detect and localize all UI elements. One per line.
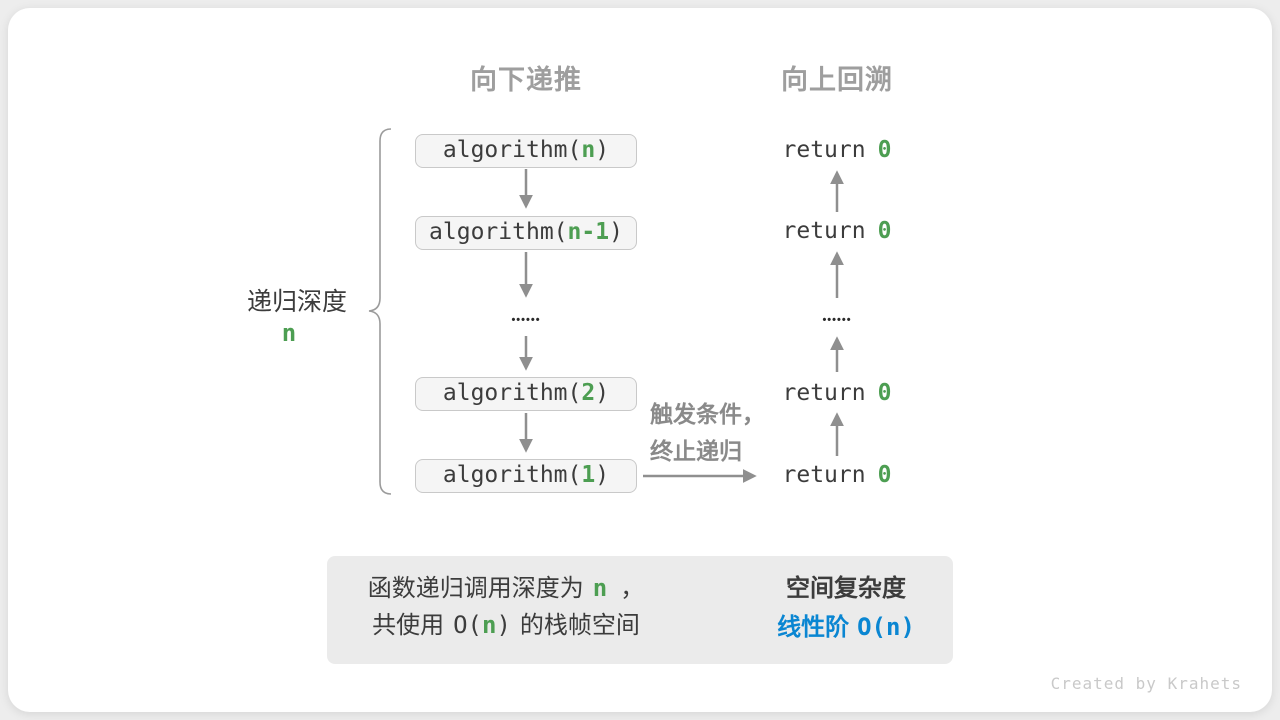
terminate-annotation-line2: 终止递归 <box>650 438 742 464</box>
formula-open: O( <box>453 611 482 639</box>
summary-line1: 函数递归调用深度为 n ， <box>338 570 674 607</box>
recursion-depth-label: 递归深度 <box>246 288 347 316</box>
call-arg: n <box>581 137 596 163</box>
return-value: 0 <box>877 380 892 406</box>
call-text: algorithm( <box>442 380 582 406</box>
depth-brace-icon <box>368 128 392 495</box>
summary-line1-comma: ， <box>620 575 645 602</box>
summary-box <box>327 556 953 664</box>
call-arg: n-1 <box>567 219 610 245</box>
call-box-algorithm-2: algorithm(2) <box>415 377 637 411</box>
return-keyword: return <box>782 218 866 244</box>
return-value: 0 <box>877 218 892 244</box>
column-header-recurse-down: 向下递推 <box>470 65 582 95</box>
return-statement: return 0 <box>772 216 902 246</box>
recursion-depth-value: n <box>209 319 369 348</box>
call-box-algorithm-n: algorithm(n) <box>415 134 637 168</box>
call-text: ) <box>609 219 623 245</box>
ellipsis-down-column: •••••• <box>511 314 541 326</box>
summary-line1-n: n <box>592 574 608 602</box>
call-box-algorithm-1: algorithm(1) <box>415 459 637 493</box>
complexity-formula: O(n) <box>857 613 915 641</box>
watermark-credit: Created by Krahets <box>1050 674 1242 693</box>
summary-line2-text: 共使用 <box>372 612 445 639</box>
summary-line2: 共使用 O(n) 的栈帧空间 <box>338 607 674 644</box>
column-header-backtrack-up: 向上回溯 <box>781 65 893 95</box>
terminate-annotation-line1: 触发条件， <box>650 401 765 427</box>
space-complexity-result: 线性阶 O(n) <box>750 608 942 647</box>
summary-line2-formula: O(n) <box>453 611 511 639</box>
formula-n: n <box>482 611 497 639</box>
call-text: algorithm( <box>429 219 568 245</box>
return-statement: return 0 <box>772 378 902 408</box>
call-text: algorithm( <box>442 137 582 163</box>
return-keyword: return <box>782 462 866 488</box>
return-statement: return 0 <box>772 135 902 165</box>
call-text: algorithm( <box>442 462 582 488</box>
return-keyword: return <box>782 137 866 163</box>
complexity-order-label: 线性阶 <box>777 614 850 641</box>
return-keyword: return <box>782 380 866 406</box>
return-statement: return 0 <box>772 460 902 490</box>
call-arg: 2 <box>581 380 596 406</box>
summary-line1-text: 函数递归调用深度为 <box>367 575 584 602</box>
formula-close: ) <box>496 611 511 639</box>
space-complexity-title: 空间复杂度 <box>786 575 906 602</box>
call-text: ) <box>595 380 610 406</box>
summary-result: 空间复杂度 线性阶 O(n) <box>750 570 942 647</box>
call-text: ) <box>595 462 610 488</box>
depth-n-value: n <box>281 319 297 347</box>
return-value: 0 <box>877 137 892 163</box>
ellipsis-up-column: •••••• <box>822 314 852 326</box>
summary-line2-text-end: 的栈帧空间 <box>519 612 640 639</box>
call-box-algorithm-n-1: algorithm(n-1) <box>415 216 637 250</box>
call-arg: 1 <box>581 462 596 488</box>
terminate-annotation: 触发条件， 终止递归 <box>650 396 765 470</box>
call-text: ) <box>595 137 610 163</box>
return-value: 0 <box>877 462 892 488</box>
